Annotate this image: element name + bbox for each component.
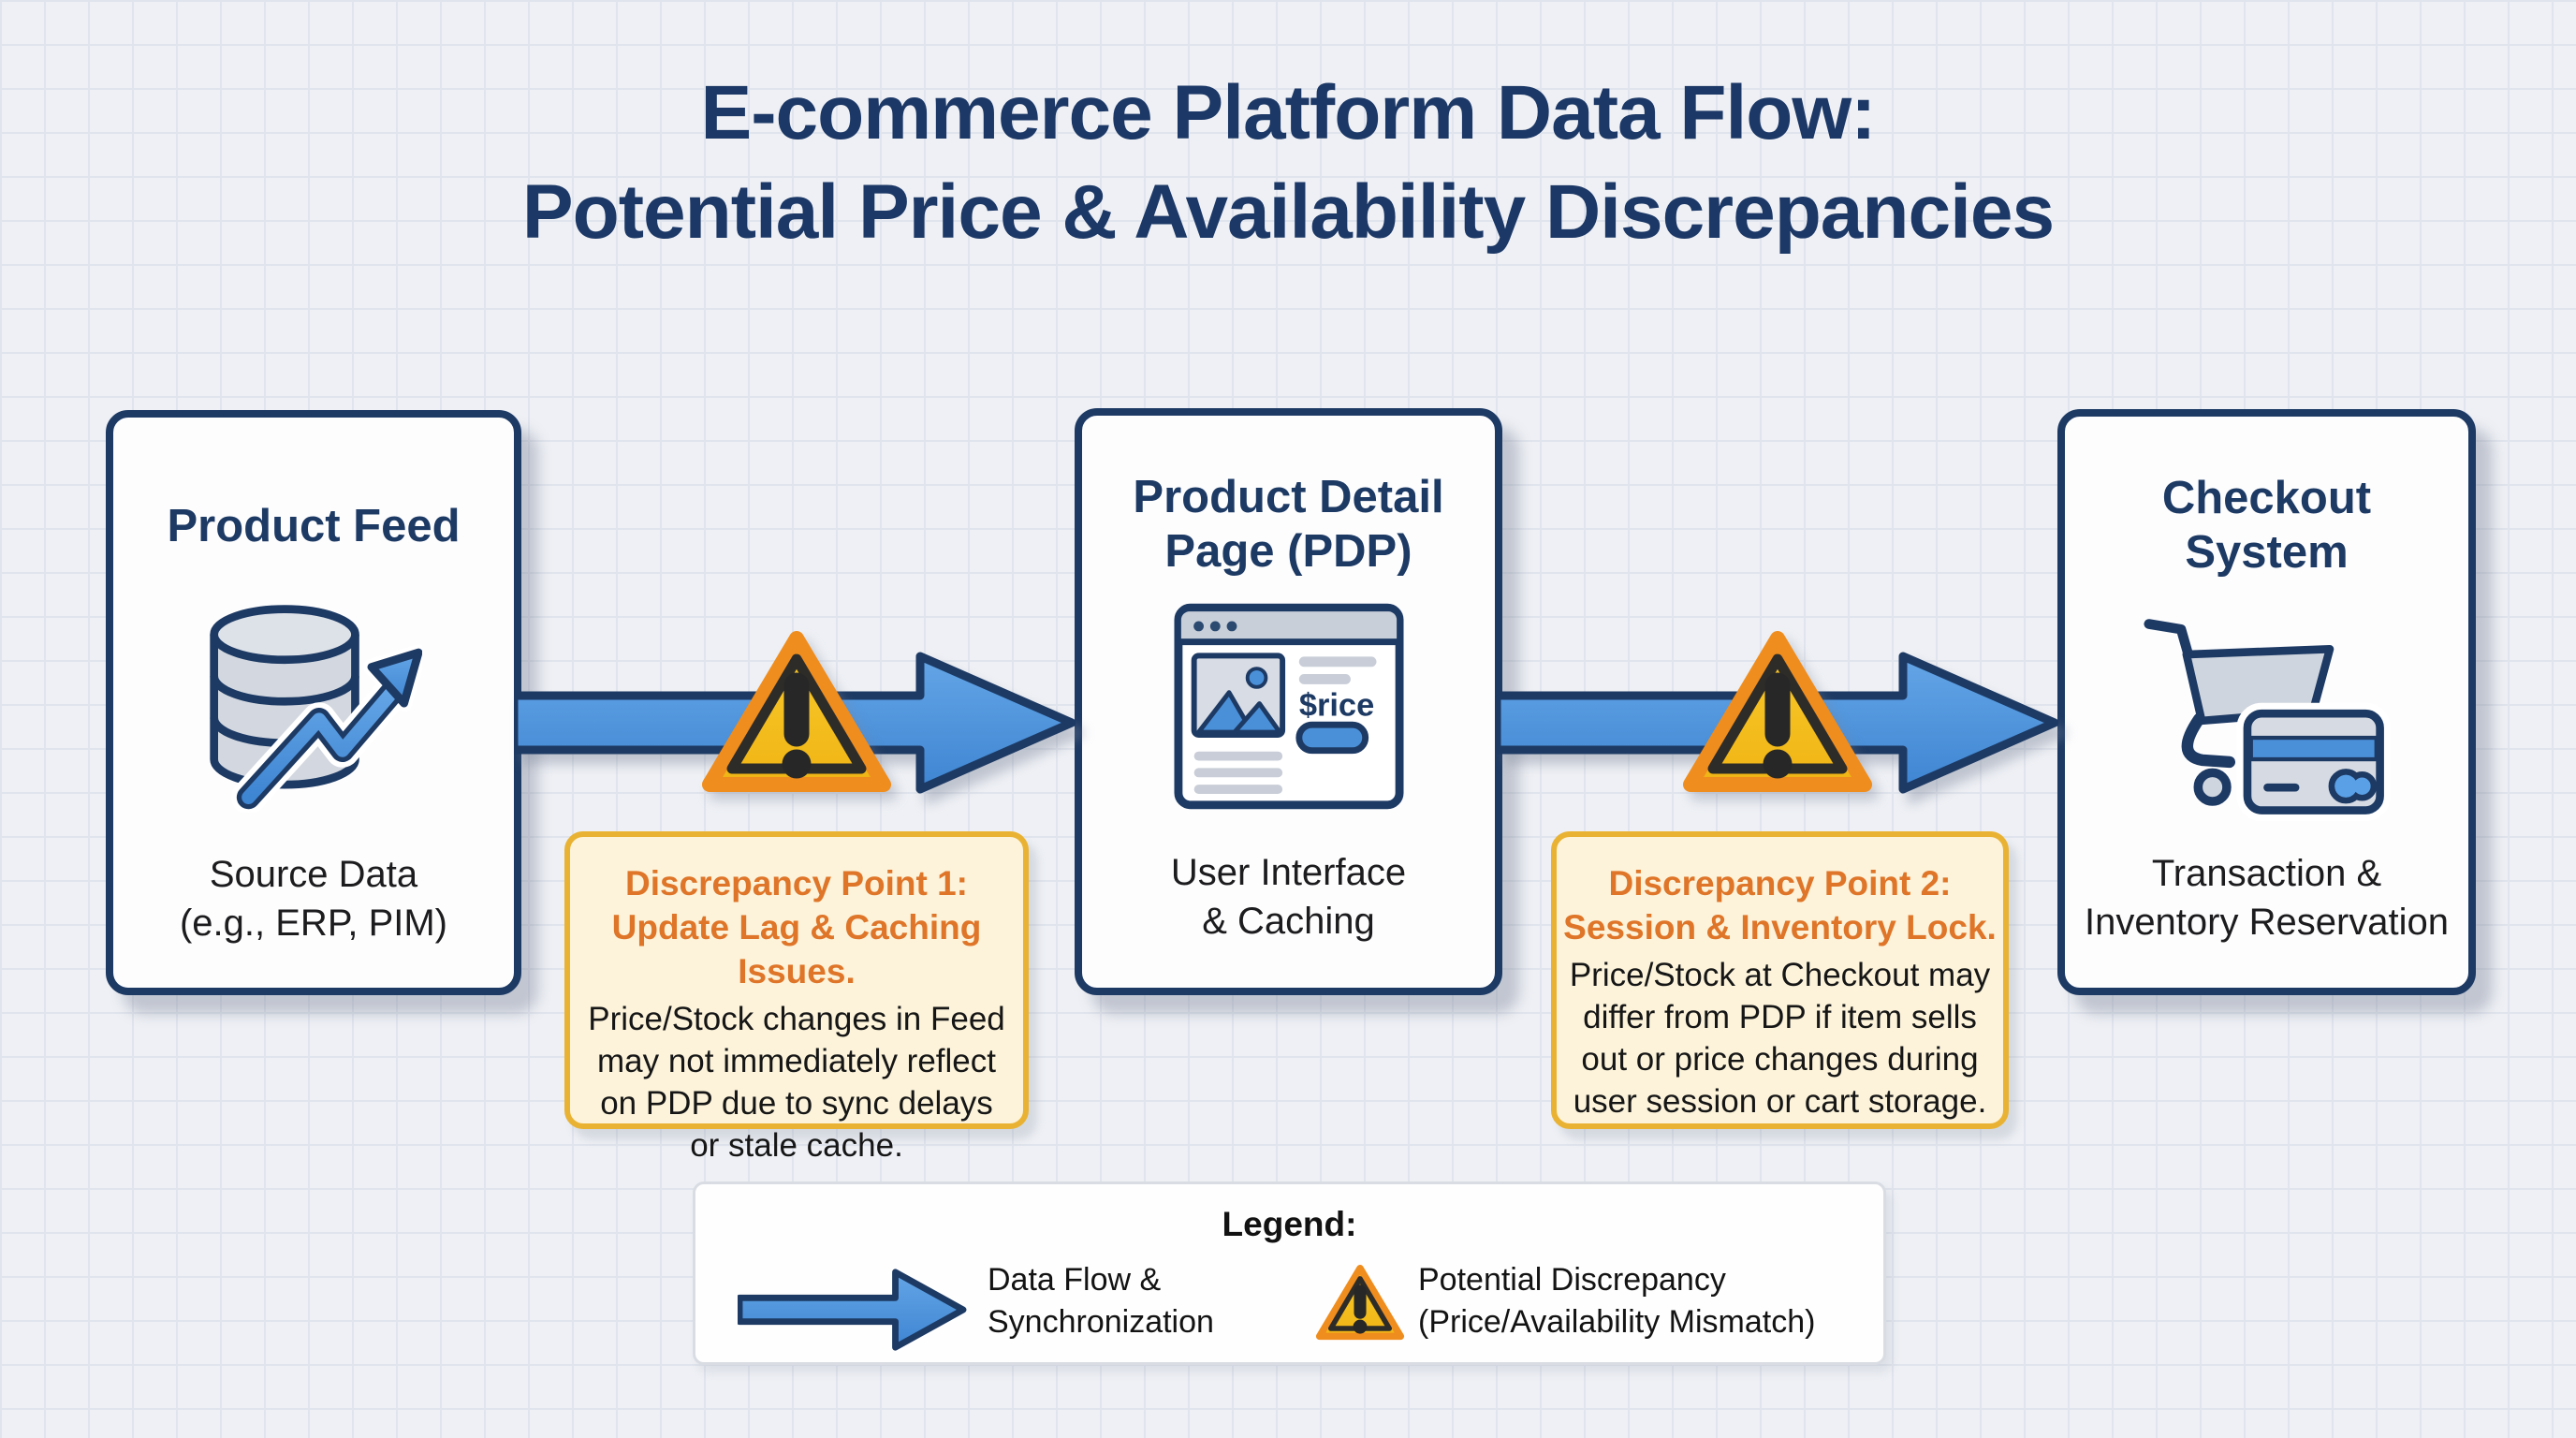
node-checkout-subtitle: Transaction & Inventory Reservation xyxy=(2084,853,2450,943)
node-product-feed-subtitle: Source Data (e.g., ERP, PIM) xyxy=(179,854,447,944)
warning-triangle-icon xyxy=(1315,1264,1405,1341)
warning-triangle-1 xyxy=(702,631,891,792)
pdp-price-label: $rice xyxy=(1298,687,1373,723)
node-product-feed-title: Product Feed xyxy=(167,501,461,551)
callout-discrepancy-1-body: Price/Stock changes in Feed may not imme… xyxy=(588,1001,1005,1164)
callout-discrepancy-2-body: Price/Stock at Checkout may differ from … xyxy=(1569,957,1991,1120)
node-checkout-title: Checkout System xyxy=(2161,473,2372,578)
legend-title: Legend: xyxy=(1222,1205,1357,1243)
database-trend-icon xyxy=(205,601,422,814)
warning-triangle-2 xyxy=(1683,631,1872,792)
callout-discrepancy-2: Discrepancy Point 2: Session & Inventory… xyxy=(1551,831,2009,1129)
diagram-title-line1: E-commerce Platform Data Flow: xyxy=(700,70,1877,155)
node-product-feed: Product Feed Source Data (e.g., ERP, xyxy=(106,410,521,995)
node-pdp-title: Product Detail Page (PDP) xyxy=(1133,472,1444,577)
legend-label-potential-discrepancy: Potential Discrepancy (Price/Availabilit… xyxy=(1418,1262,1816,1340)
diagram-title: E-commerce Platform Data Flow: Potential… xyxy=(0,64,2576,262)
callout-discrepancy-1-heading: Discrepancy Point 1: Update Lag & Cachin… xyxy=(611,864,982,990)
flow-arrow-icon xyxy=(738,1269,967,1351)
node-pdp: Product Detail Page (PDP) $rice xyxy=(1075,408,1502,995)
node-pdp-subtitle: User Interface & Caching xyxy=(1170,852,1407,942)
legend-label-data-flow: Data Flow & Synchronization xyxy=(988,1262,1214,1340)
callout-discrepancy-1: Discrepancy Point 1: Update Lag & Cachin… xyxy=(564,831,1029,1164)
legend-box: Legend: Data Flow & Synchronization Pote… xyxy=(693,1181,1886,1365)
cart-credit-card-icon xyxy=(2142,611,2393,825)
diagram-title-line2: Potential Price & Availability Discrepan… xyxy=(521,169,2055,255)
browser-window-icon: $rice xyxy=(1173,599,1404,813)
node-checkout: Checkout System Transaction & Inventory … xyxy=(2057,409,2476,995)
callout-discrepancy-2-heading: Discrepancy Point 2: Session & Inventory… xyxy=(1563,864,1997,946)
